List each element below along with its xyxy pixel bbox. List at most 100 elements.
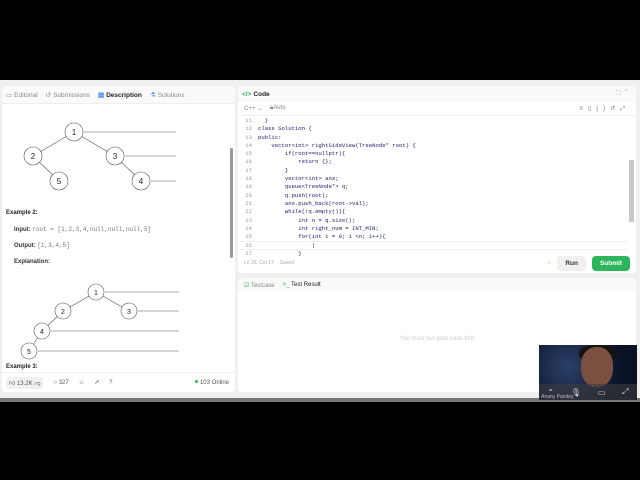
- line-text: if(root==nullptr){: [258, 150, 346, 158]
- code-line[interactable]: 24 int right_num = INT_MIN;: [238, 225, 628, 233]
- line-text: ans.push_back(root->val);: [258, 199, 369, 207]
- code-line[interactable]: 16 return {};: [238, 158, 628, 166]
- line-number: 15: [245, 150, 252, 158]
- history-icon: ↺: [45, 91, 52, 99]
- braces-icon[interactable]: {}: [596, 105, 611, 112]
- tree1-node: [64, 122, 84, 142]
- line-text: class Solution {: [258, 125, 312, 133]
- chevron-up-icon[interactable]: ⌃: [547, 387, 555, 397]
- description-panel: ▭Editorial ↺Submissions ▤Description ⚗So…: [2, 86, 235, 392]
- horizontal-scrollbar[interactable]: [0, 398, 640, 402]
- line-number: 17: [245, 166, 252, 174]
- webcam-overlay: ⌃ 🎙︎ ▭ ⤢ Anany Pandey: [539, 345, 637, 400]
- description-footer: 👍︎ 13.2K 👎︎ ○ 327 ☆ ↗ ? 103 Online: [2, 372, 235, 392]
- code-line[interactable]: 18 vector<int> ans;: [238, 175, 628, 183]
- expand-icon[interactable]: ⤢: [622, 387, 629, 396]
- svg-text:3: 3: [127, 309, 131, 316]
- share-icon[interactable]: ↗: [94, 380, 100, 386]
- code-line[interactable]: 21 ans.push_back(root->val);: [238, 200, 628, 208]
- code-line[interactable]: 26 |: [238, 241, 628, 250]
- tree1-node: [131, 171, 151, 191]
- comment-icon: ○: [53, 379, 58, 386]
- line-number: 27: [245, 249, 252, 257]
- code-header: </>Code⛶⌃: [238, 86, 636, 102]
- line-text: q.push(root);: [258, 191, 329, 199]
- microphone-icon[interactable]: 🎙︎: [570, 387, 582, 397]
- checkbox-icon: ☑: [244, 282, 250, 289]
- submit-button[interactable]: Submit: [591, 255, 630, 271]
- example-output: Output: [1,3,4,5]: [14, 242, 70, 249]
- line-text: public:: [258, 133, 282, 141]
- code-line[interactable]: 14 vector<int> rightSideView(TreeNode* r…: [238, 142, 628, 150]
- code-scrollbar[interactable]: [629, 160, 634, 222]
- document-icon: ▤: [97, 91, 105, 99]
- line-text: return {};: [258, 158, 332, 166]
- explanation-label: Explanation:: [14, 259, 51, 265]
- tab-test-result[interactable]: >_ Test Result: [282, 282, 321, 288]
- comments-button[interactable]: ○ 327: [53, 379, 69, 386]
- webcam-controls: ⌃ 🎙︎ ▭ ⤢: [539, 384, 637, 400]
- reset-icon[interactable]: ↺: [610, 105, 621, 112]
- like-button[interactable]: 👍︎ 13.2K 👎︎: [6, 376, 44, 389]
- code-line[interactable]: 25 for(int i = 0; i <n; i++){: [238, 233, 628, 241]
- svg-text:5: 5: [27, 349, 31, 356]
- line-text: |: [258, 242, 316, 250]
- code-line[interactable]: 23 int n = q.size();: [238, 217, 628, 225]
- tab-solutions[interactable]: ⚗Solutions: [149, 91, 185, 99]
- bookmark-icon[interactable]: ▯: [587, 105, 597, 112]
- line-number: 26: [245, 242, 252, 250]
- line-text: vector<int> ans;: [258, 175, 339, 183]
- language-select[interactable]: C++ ⌄: [244, 106, 263, 112]
- star-icon[interactable]: ☆: [78, 380, 85, 386]
- run-button[interactable]: Run: [557, 255, 586, 271]
- svg-text:1: 1: [94, 290, 98, 297]
- description-scrollbar[interactable]: [230, 148, 233, 258]
- test-tabs: ☑ Testcase >_ Test Result: [238, 278, 636, 292]
- tab-testcase[interactable]: ☑ Testcase: [244, 282, 275, 289]
- webcam-name: Anany Pandey: [541, 394, 574, 400]
- line-number: 23: [245, 216, 252, 224]
- format-icon[interactable]: ≡: [579, 105, 588, 112]
- svg-text:5: 5: [57, 177, 62, 186]
- help-icon[interactable]: ?: [109, 379, 113, 386]
- code-line[interactable]: 11 }: [238, 117, 628, 125]
- collapse-icon[interactable]: ⌃: [624, 90, 632, 97]
- thumbs-down-icon[interactable]: 👎︎: [34, 380, 41, 387]
- maximize-icon[interactable]: ⛶: [615, 90, 625, 97]
- expand-icon[interactable]: ⤢: [620, 105, 630, 112]
- tree1-node: [23, 146, 43, 166]
- webcam-person: [581, 347, 613, 387]
- auto-mode[interactable]: 🔒︎Auto: [270, 105, 286, 111]
- thumbs-up-icon: 👍︎: [9, 380, 16, 387]
- left-tabs: ▭Editorial ↺Submissions ▤Description ⚗So…: [2, 86, 235, 104]
- notes-icon[interactable]: ☼: [546, 260, 552, 266]
- line-text: while(!q.empty()){: [258, 208, 346, 216]
- code-line[interactable]: 17 }: [238, 167, 628, 175]
- code-line[interactable]: 22 while(!q.empty()){: [238, 208, 628, 216]
- code-line[interactable]: 19 queue<TreeNode*> q;: [238, 183, 628, 191]
- tree2-node: [20, 342, 38, 360]
- code-line[interactable]: 20 q.push(root);: [238, 192, 628, 200]
- example-2-heading: Example 2:: [6, 210, 38, 216]
- camera-icon[interactable]: ▭: [597, 387, 606, 397]
- example-input: Input: root = [1,2,3,4,null,null,null,5]: [14, 226, 152, 233]
- tab-editorial[interactable]: ▭Editorial: [6, 91, 38, 99]
- code-line[interactable]: 27 }: [238, 250, 628, 258]
- svg-text:1: 1: [72, 128, 77, 137]
- tab-description[interactable]: ▤Description: [97, 91, 142, 99]
- line-text: }: [258, 249, 302, 257]
- tab-submissions[interactable]: ↺Submissions: [45, 91, 90, 99]
- code-footer: Ln 26, Col 17 Saved ☼ Run Submit: [238, 253, 636, 273]
- flask-icon: ⚗: [149, 91, 156, 99]
- line-number: 24: [245, 224, 252, 232]
- code-line[interactable]: 15 if(root==nullptr){: [238, 150, 628, 158]
- line-text: }: [258, 166, 289, 174]
- svg-text:2: 2: [61, 309, 65, 316]
- saved-status: Saved: [279, 260, 294, 266]
